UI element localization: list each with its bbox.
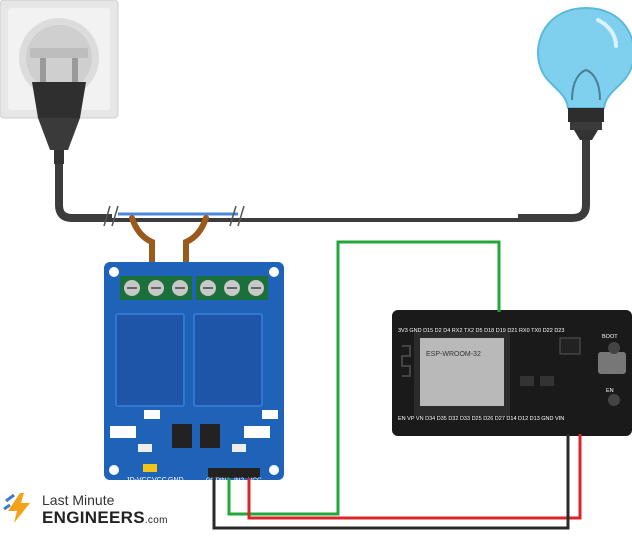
brand-name: ENGINEERS [42, 508, 145, 527]
relay-vcc-label: VCC [152, 477, 167, 484]
brand-logo: Last Minute ENGINEERS.com [2, 491, 172, 531]
relay-2 [193, 313, 263, 407]
screw-terminal-right [196, 276, 268, 300]
relay-jdvcc-label: JD-VCC [126, 477, 152, 484]
relay-in2-label: IN2 [234, 477, 245, 484]
esp32-module: ESP-WROOM-32 [401, 332, 510, 416]
esp32-board: 3V3 GND D15 D2 D4 RX2 TX2 D5 D18 D19 D21… [392, 310, 632, 436]
red-wire [247, 434, 582, 520]
relay-module: JD-VCC VCC GND GND IN1 IN2 VCC [104, 262, 284, 484]
relay-gnd-label: GND [168, 477, 184, 484]
brand-line1: Last Minute [42, 492, 115, 508]
relay-in1-label: IN1 [220, 477, 231, 484]
black-wire [212, 434, 570, 530]
esp32-module-label: ESP-WROOM-32 [426, 351, 481, 358]
esp32-en-label: EN [606, 388, 614, 394]
screw-terminal-left [120, 276, 192, 300]
mains-cable [55, 140, 590, 275]
light-bulb [537, 6, 632, 140]
brand-suffix: .com [144, 515, 168, 526]
esp32-boot-label: BOOT [602, 334, 618, 340]
brand-line2: ENGINEERS.com [42, 508, 168, 528]
green-wire [227, 240, 501, 516]
power-plug [32, 58, 86, 164]
wall-socket [0, 0, 119, 119]
jumper-wires [212, 240, 582, 530]
relay-1 [115, 313, 185, 407]
esp32-bottom-pin-labels: EN VP VN D34 D35 D32 D33 D25 D26 D27 D14… [398, 416, 564, 422]
esp32-top-pin-labels: 3V3 GND D15 D2 D4 RX2 TX2 D5 D18 D19 D21… [398, 328, 564, 334]
lightning-icon [3, 493, 30, 523]
relay-in-vcc-label: VCC [248, 477, 262, 484]
